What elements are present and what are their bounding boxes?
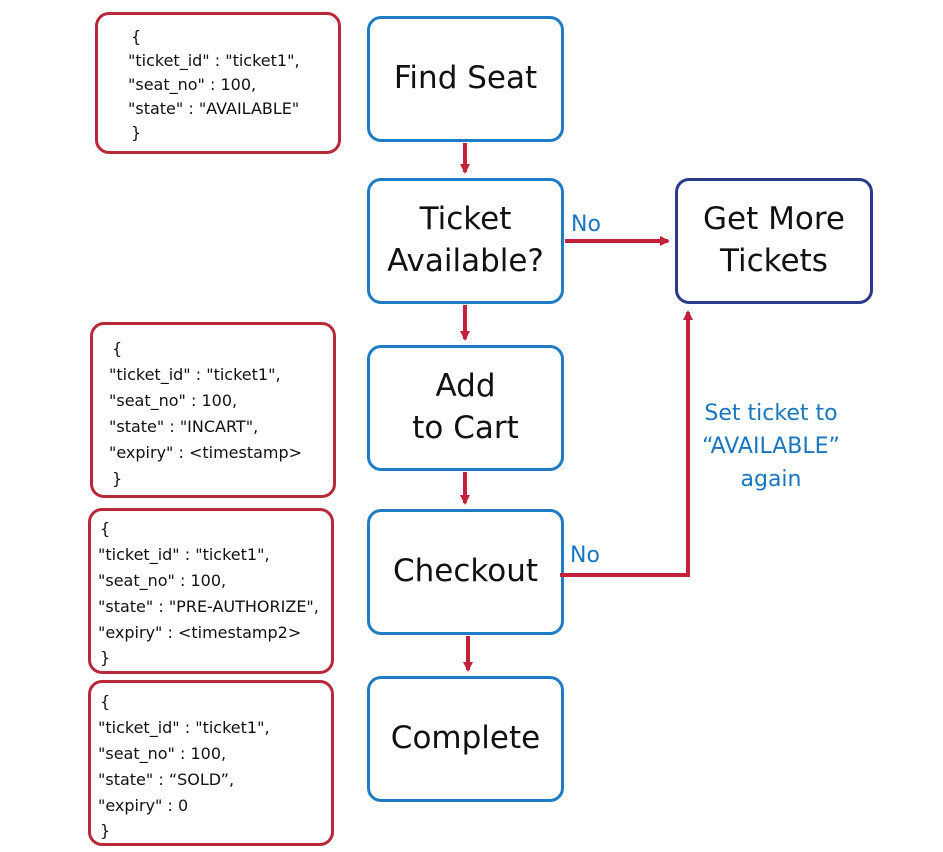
step-label: Complete [390, 720, 541, 757]
json-line: "ticket_id" : "ticket1", [98, 718, 270, 737]
json-line: } [112, 469, 123, 488]
step-label: Tickets [720, 243, 828, 279]
note-line: again [740, 467, 802, 492]
json-line: } [100, 648, 111, 667]
json-line: "seat_no" : 100, [128, 75, 257, 94]
json-line: "expiry" : <timestamp> [109, 443, 303, 462]
arrow-checkout-no [560, 310, 693, 577]
edge-label-checkout-no: No [570, 543, 600, 568]
step-add-to-cart: Add to Cart [367, 345, 564, 471]
json-line: "seat_no" : 100, [98, 744, 227, 763]
json-box-pre-authorize: { "ticket_id" : "ticket1", "seat_no" : 1… [88, 508, 334, 674]
step-label: Checkout [392, 553, 539, 590]
step-label: to Cart [412, 410, 519, 446]
note-line: “AVAILABLE” [702, 434, 840, 459]
step-label: Ticket [419, 201, 512, 238]
json-line: { [100, 519, 111, 538]
step-label: Available? [387, 243, 544, 279]
json-line: "state" : "PRE-AUTHORIZE", [98, 597, 319, 616]
json-line: "expiry" : <timestamp2> [98, 623, 302, 642]
note-line: Set ticket to [704, 401, 838, 426]
json-line: "seat_no" : 100, [109, 391, 238, 410]
step-label: Add [435, 368, 496, 405]
json-line: "state" : “SOLD”, [98, 770, 235, 789]
json-line: } [131, 123, 142, 142]
step-find-seat: Find Seat [367, 16, 564, 142]
json-box-incart: { "ticket_id" : "ticket1", "seat_no" : 1… [90, 322, 336, 498]
step-complete: Complete [367, 676, 564, 802]
edge-label-available-no: No [571, 212, 601, 237]
json-line: } [100, 821, 111, 840]
step-checkout: Checkout [367, 509, 564, 635]
json-line: "expiry" : 0 [98, 796, 189, 815]
step-get-more-tickets: Get More Tickets [675, 178, 873, 304]
json-line: "ticket_id" : "ticket1", [98, 545, 270, 564]
json-line: { [100, 692, 111, 711]
json-line: { [131, 27, 142, 46]
json-box-available: { "ticket_id" : "ticket1", "seat_no" : 1… [95, 12, 341, 154]
json-line: "state" : "INCART", [109, 417, 259, 436]
json-line: "ticket_id" : "ticket1", [128, 51, 300, 70]
json-line: "seat_no" : 100, [98, 571, 227, 590]
json-line: { [112, 339, 123, 358]
json-line: "state" : "AVAILABLE" [128, 99, 300, 118]
step-label: Find Seat [393, 60, 538, 97]
json-box-sold: { "ticket_id" : "ticket1", "seat_no" : 1… [88, 680, 334, 846]
step-label: Get More [703, 201, 845, 238]
step-ticket-available: Ticket Available? [367, 178, 564, 304]
json-line: "ticket_id" : "ticket1", [109, 365, 281, 384]
reset-note: Set ticket to “AVAILABLE” again [676, 397, 866, 496]
